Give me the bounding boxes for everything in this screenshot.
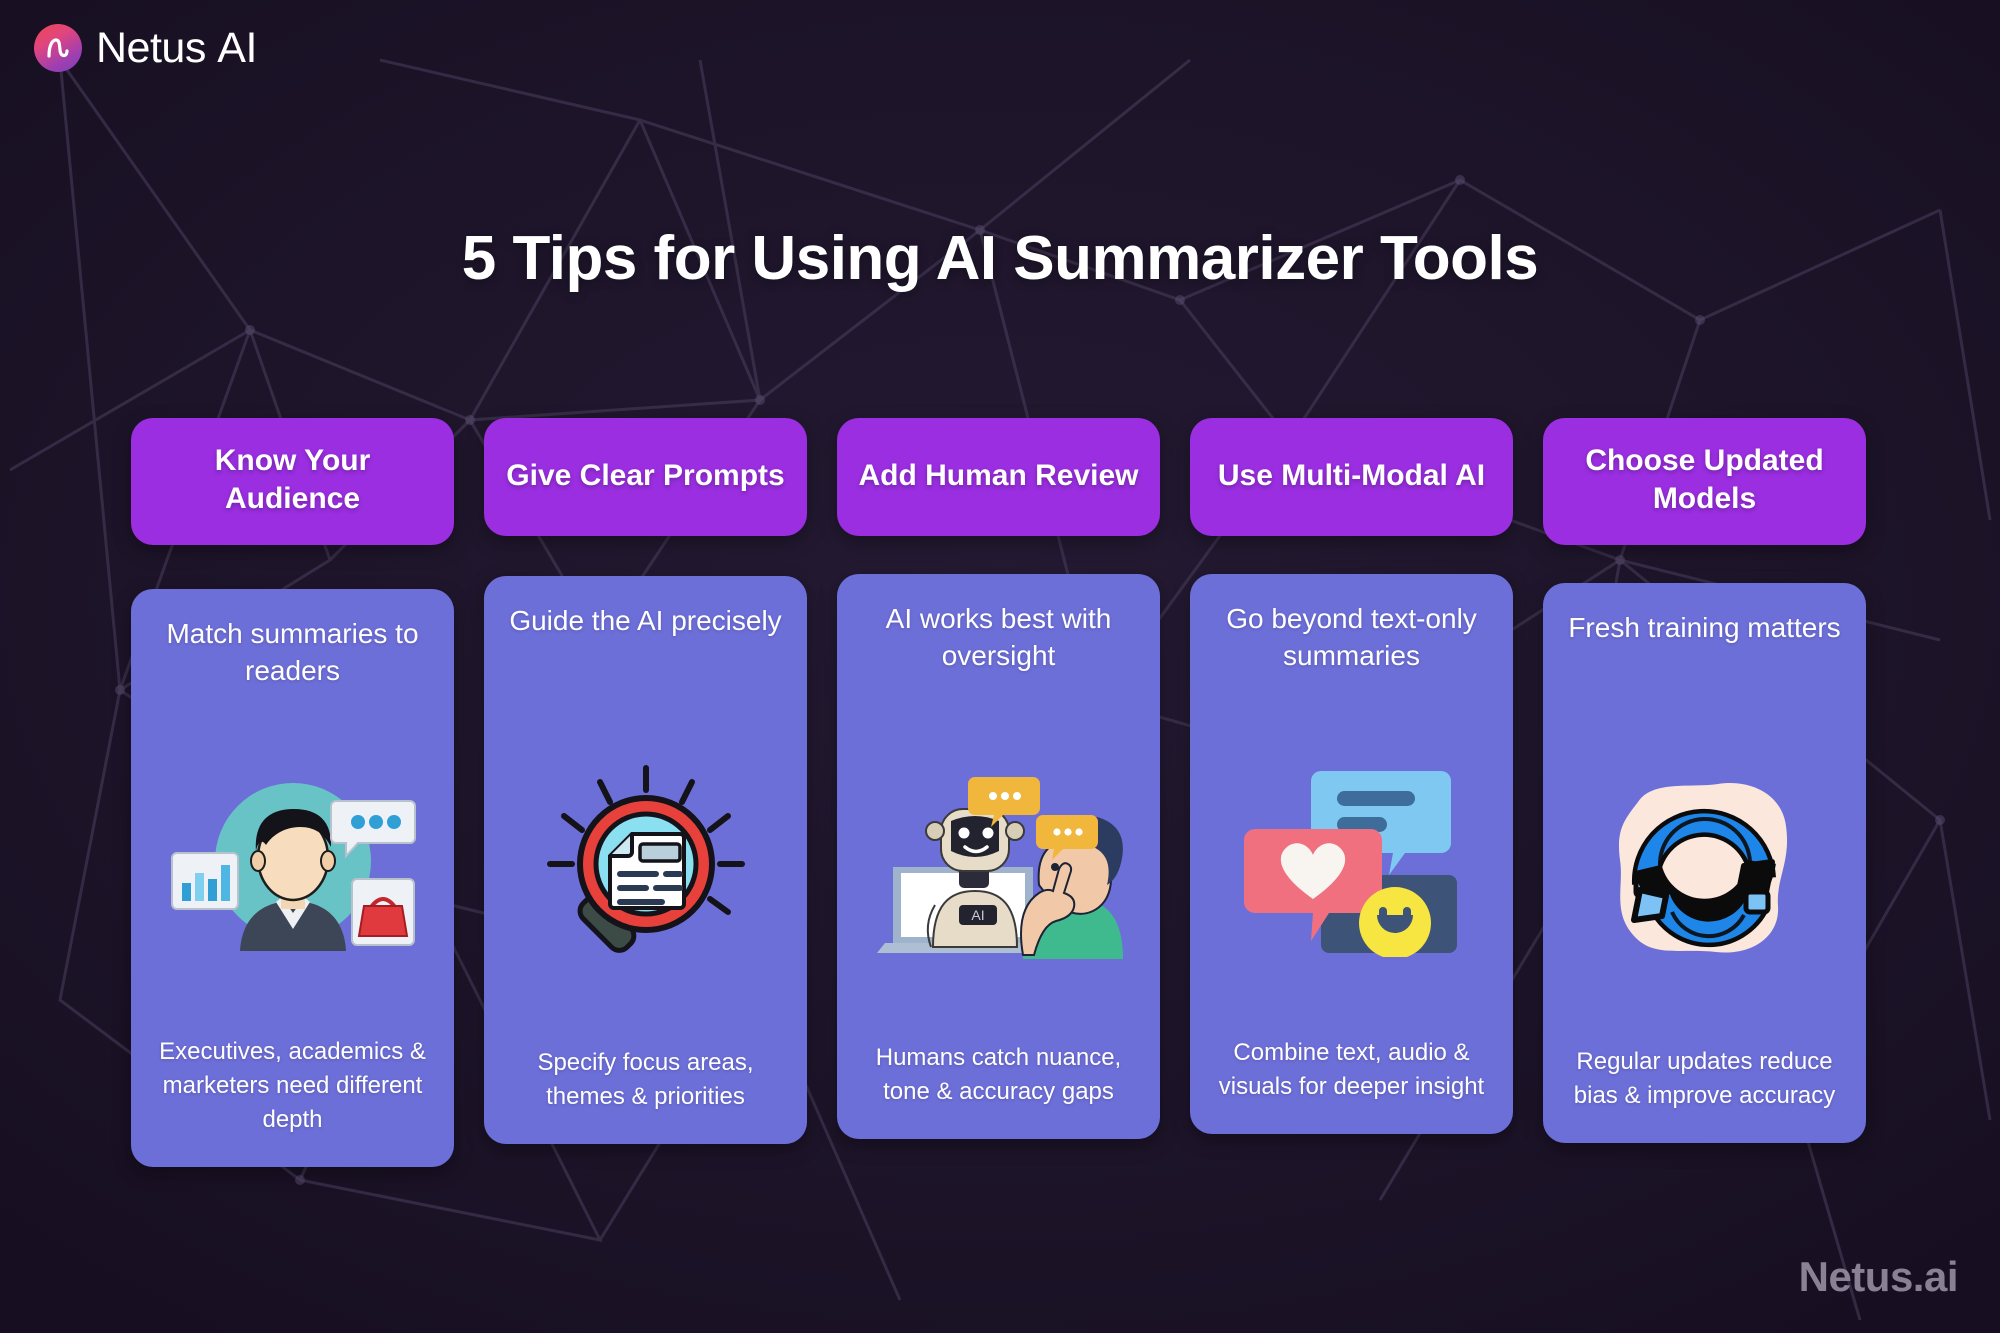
svg-text:AI: AI (971, 907, 984, 923)
tip-caption-2: Specify focus areas, themes & priorities (537, 1048, 754, 1110)
tip-caption-3: Humans catch nuance, tone & accuracy gap… (875, 1043, 1122, 1105)
tip-header-card-4[interactable]: Use Multi-Modal AI (1190, 418, 1513, 536)
page-title: 5 Tips for Using AI Summarizer Tools (461, 223, 1539, 293)
brand-logo-text: Netus AI (96, 23, 257, 72)
tip-subtitle-5: Fresh training matters (1568, 611, 1841, 643)
tip-header-label-1: Know Your Audience (214, 444, 371, 516)
tip-body-card-5: Fresh training matters (1543, 582, 1866, 1143)
refresh-sync-arrows-illustration (1561, 687, 1848, 1045)
tip-subtitle-4: Go beyond text-only summaries (1226, 603, 1477, 672)
tip-column-5: Choose Updated Models Fresh training mat… (1543, 418, 1866, 1143)
tip-header-label-2: Give Clear Prompts (506, 458, 785, 492)
brand-logo[interactable]: Netus AI (34, 16, 257, 80)
tip-body-card-3: AI works best with oversight (837, 574, 1160, 1139)
watermark: Netus.ai (1798, 1253, 1959, 1300)
tip-header-card-1[interactable]: Know Your Audience (131, 418, 454, 545)
tip-header-card-2[interactable]: Give Clear Prompts (484, 418, 807, 536)
tip-header-label-4: Use Multi-Modal AI (1217, 458, 1486, 492)
logo-text-netus: Netus (96, 23, 206, 72)
chat-bubbles-multimedia-illustration (1208, 678, 1495, 1036)
tip-body-card-1: Match summaries to readers (131, 588, 454, 1167)
tip-body-card-2: Guide the AI precisely (484, 576, 807, 1144)
tip-header-label-5: Choose Updated Models (1585, 444, 1824, 516)
tip-subtitle-3: AI works best with oversight (885, 603, 1112, 672)
tip-header-card-5[interactable]: Choose Updated Models (1543, 418, 1866, 545)
tips-grid: Know Your Audience Match summaries to re… (131, 418, 1869, 1167)
tip-column-2: Give Clear Prompts Guide the AI precisel… (484, 418, 807, 1144)
tip-subtitle-2: Guide the AI precisely (509, 605, 782, 636)
logo-text-ai: AI (217, 23, 257, 72)
tip-column-1: Know Your Audience Match summaries to re… (131, 418, 454, 1167)
tip-caption-4: Combine text, audio & visuals for deeper… (1218, 1038, 1485, 1100)
netus-n-mark-icon (34, 24, 82, 72)
audience-persona-illustration (149, 693, 436, 1035)
tip-header-label-3: Add Human Review (858, 458, 1139, 492)
tip-header-card-3[interactable]: Add Human Review (837, 418, 1160, 536)
tip-column-3: Add Human Review AI works best with over… (837, 418, 1160, 1139)
tip-body-card-4: Go beyond text-only summaries (1190, 574, 1513, 1134)
magnifier-document-illustration (502, 680, 789, 1046)
tip-column-4: Use Multi-Modal AI Go beyond text-only s… (1190, 418, 1513, 1134)
tip-caption-5: Regular updates reduce bias & improve ac… (1573, 1047, 1836, 1109)
robot-human-conversation-illustration: AI (855, 678, 1142, 1041)
tip-caption-1: Executives, academics & marketers need d… (159, 1037, 426, 1133)
tip-subtitle-1: Match summaries to readers (166, 617, 419, 687)
